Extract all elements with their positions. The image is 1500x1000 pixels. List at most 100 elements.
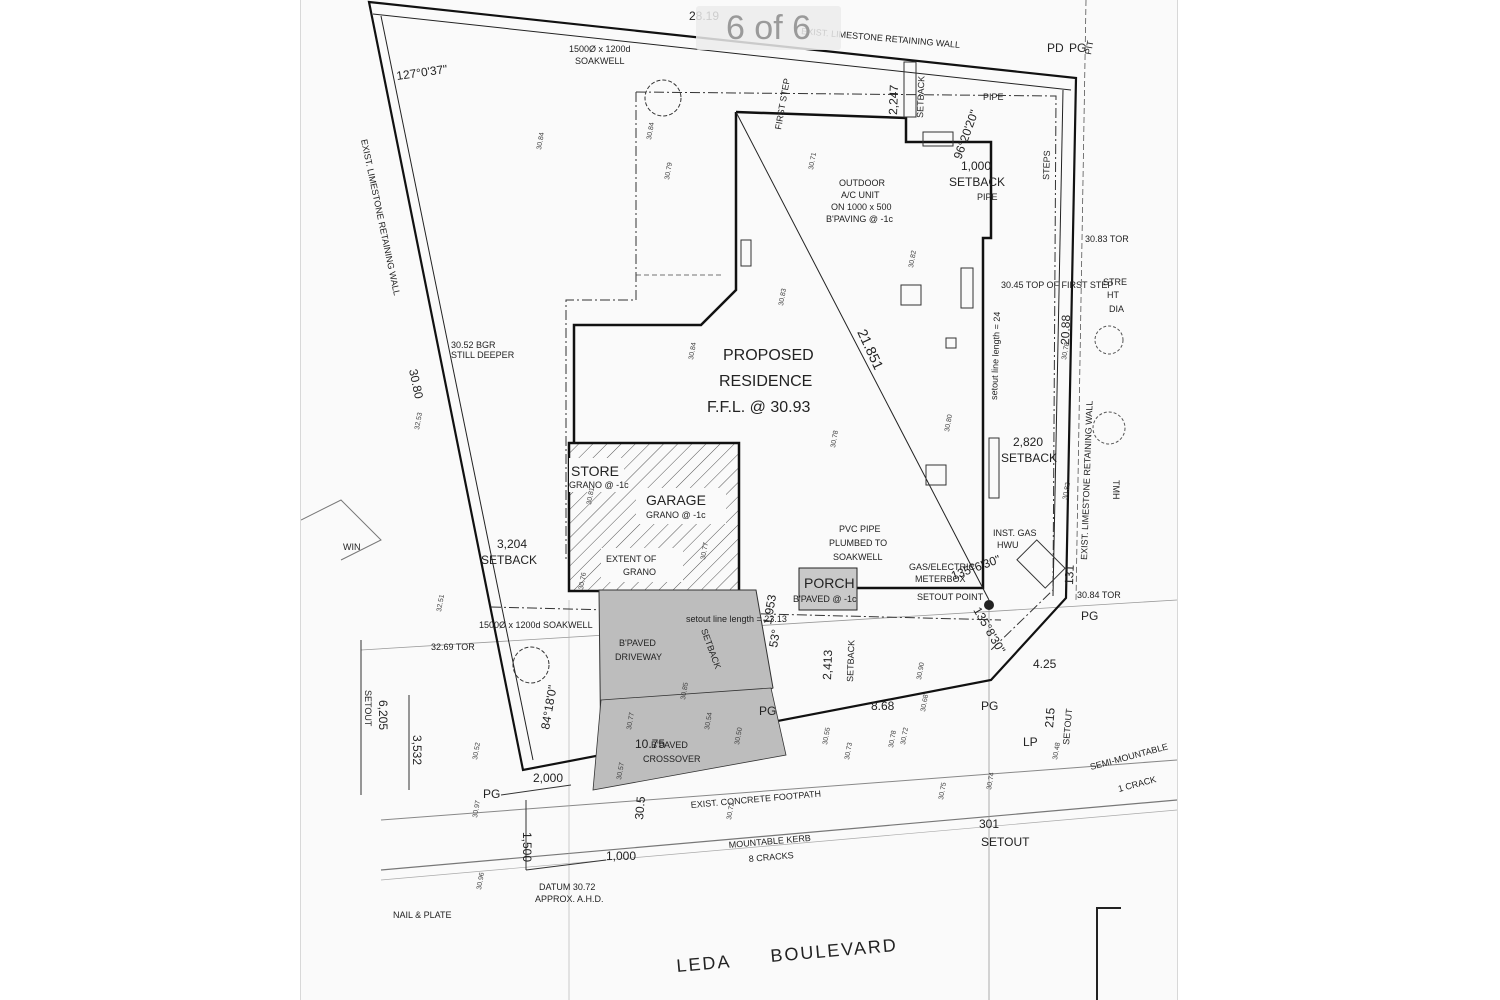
kerb-line2: 8 CRACKS	[748, 850, 794, 864]
datum-line2: APPROX. A.H.D.	[535, 894, 604, 904]
page-indicator: 6 of 6	[696, 6, 841, 50]
store-label-bg	[569, 458, 624, 492]
pvc-line1: PVC PIPE	[839, 524, 881, 534]
spot-level: 30.73	[844, 742, 854, 761]
street-partial-3: DIA	[1109, 304, 1124, 314]
spot-level: 30.82	[1062, 482, 1072, 501]
dim-front-right: 8.68	[871, 699, 895, 713]
ac-line1: OUTDOOR	[839, 178, 885, 188]
crossover-line2: CROSSOVER	[643, 754, 701, 764]
soakwell-top-line1: 1500Ø x 1200d	[569, 44, 631, 54]
nail-plate: NAIL & PLATE	[393, 910, 452, 920]
spot-level: 30.81	[586, 487, 596, 506]
spot-level: 30.90	[916, 662, 926, 681]
spot-level: 30.97	[472, 800, 482, 819]
ac-line3: ON 1000 x 500	[831, 202, 892, 212]
spot-level: 30.68	[920, 694, 930, 713]
road-word2: BOULEVARD	[770, 935, 899, 966]
dim-right: 20.88	[1058, 314, 1073, 345]
spot-level: 30.84	[536, 132, 546, 151]
kerb-line	[380, 799, 1177, 871]
neighbour-window	[301, 499, 382, 561]
spot-level: 30.80	[944, 414, 954, 433]
porch-label: PORCH	[804, 575, 855, 591]
fixture-3	[960, 267, 974, 309]
tor-bottom-right: 30.84 TOR	[1077, 590, 1121, 600]
dim-left: 30.80	[406, 368, 426, 401]
residence-outline-left	[572, 112, 738, 443]
right-outer-line	[1075, 0, 1087, 601]
kerb-line1: MOUNTABLE KERB	[728, 833, 811, 850]
ac-line2: A/C UNIT	[841, 190, 880, 200]
spot-levels: 30.84 30.79 30.71 30.82 30.83 30.84 30.7…	[414, 122, 1072, 891]
retaining-wall-right	[1052, 89, 1064, 597]
setback-line-left	[565, 92, 637, 560]
setback-right-top-label: SETBACK	[949, 175, 1005, 189]
spot-level: 32.53	[414, 412, 424, 431]
setout-point: SETOUT POINT	[917, 592, 984, 602]
spot-level: 30.82	[908, 250, 918, 269]
garage-label: GARAGE	[646, 492, 706, 508]
side-131: 131	[1062, 564, 1077, 585]
spot-level: 30.84	[646, 122, 656, 141]
soakwell-top	[644, 79, 682, 117]
footpath-width: 30.5	[632, 795, 648, 820]
tree-right-1	[1094, 325, 1124, 355]
angle-right-bottom: 135°6'30"	[949, 552, 1002, 583]
inst-gas-line2: HWU	[997, 540, 1019, 550]
angle-drive: 53°	[766, 628, 783, 649]
setback-drive-val: 1,953	[760, 593, 779, 625]
residence-line1: PROPOSED	[723, 347, 814, 364]
label-pipe-top: PIPE	[983, 92, 1004, 102]
setback-porch: SETBACK	[845, 640, 856, 682]
angle-top-right: 96°20'20"	[951, 108, 982, 161]
setback-top: SETBACK	[915, 76, 926, 118]
kerb-line-2	[380, 809, 1177, 881]
store-label: STORE	[571, 463, 619, 479]
extent-line1: EXTENT OF	[606, 554, 657, 564]
spot-level: 30.75	[938, 782, 948, 801]
label-pg-top: PG	[1069, 41, 1086, 55]
dim-corner: 4.25	[1033, 657, 1057, 671]
label-wall-left: EXIST. LIMESTONE RETAINING WALL	[359, 138, 402, 296]
spot-level: 30.74	[986, 772, 996, 791]
setout-line-left: setout line length = 23.13	[686, 614, 787, 624]
crossover-line1: B'PAVED	[651, 740, 688, 750]
spot-level: 30.71	[808, 152, 818, 171]
inst-gas-line1: INST. GAS	[993, 528, 1037, 538]
extent-line2: GRANO	[623, 567, 656, 577]
spot-level: 30.78	[1061, 342, 1071, 361]
crack: 1 CRACK	[1117, 774, 1157, 794]
gas-line1: GAS/ELECTRIC	[909, 562, 976, 572]
porch-area	[798, 567, 858, 611]
gas-line2: METERBOX	[915, 574, 966, 584]
pvc-line3: SOAKWELL	[833, 552, 883, 562]
label-pd: PD	[1047, 41, 1064, 55]
label-first-step: FIRST STEP	[773, 78, 792, 131]
site-plan-drawing: 28.19 EXIST. LIMESTONE RETAINING WALL 15…	[301, 0, 1177, 1000]
spot-level: 30.85	[680, 682, 690, 701]
pvc-line2: PLUMBED TO	[829, 538, 887, 548]
label-pg-mid: PG	[759, 704, 776, 718]
spot-level: 30.72	[900, 727, 910, 746]
spot-level: 30.83	[778, 288, 788, 307]
setout-left-sub: 3,532	[410, 735, 424, 765]
spot-level: 30.55	[822, 727, 832, 746]
setback-left-label: SETBACK	[481, 553, 537, 567]
setout-301: 301	[979, 817, 999, 831]
setback-top-val: 2,247	[886, 84, 901, 115]
spot-level: 30.57	[616, 762, 626, 781]
fixture-5	[740, 239, 752, 267]
bottom-2000: 2,000	[533, 771, 563, 785]
lot-boundary	[367, 0, 1078, 772]
setback-right-mid-val: 2,820	[1013, 435, 1043, 449]
setback-box-top	[903, 61, 917, 118]
spot-level: 30.48	[1052, 742, 1062, 761]
spot-level: 30.79	[664, 162, 674, 181]
garage-label-bg	[636, 488, 726, 524]
spot-level: 30.77	[700, 542, 710, 561]
label-pipe-right: PIPE	[977, 192, 998, 202]
porch-sub: B'PAVED @ -1c	[793, 594, 857, 604]
setout-line-right: setout line length = 24	[989, 311, 1002, 400]
dim-bottom-left: 10.75	[635, 737, 665, 751]
